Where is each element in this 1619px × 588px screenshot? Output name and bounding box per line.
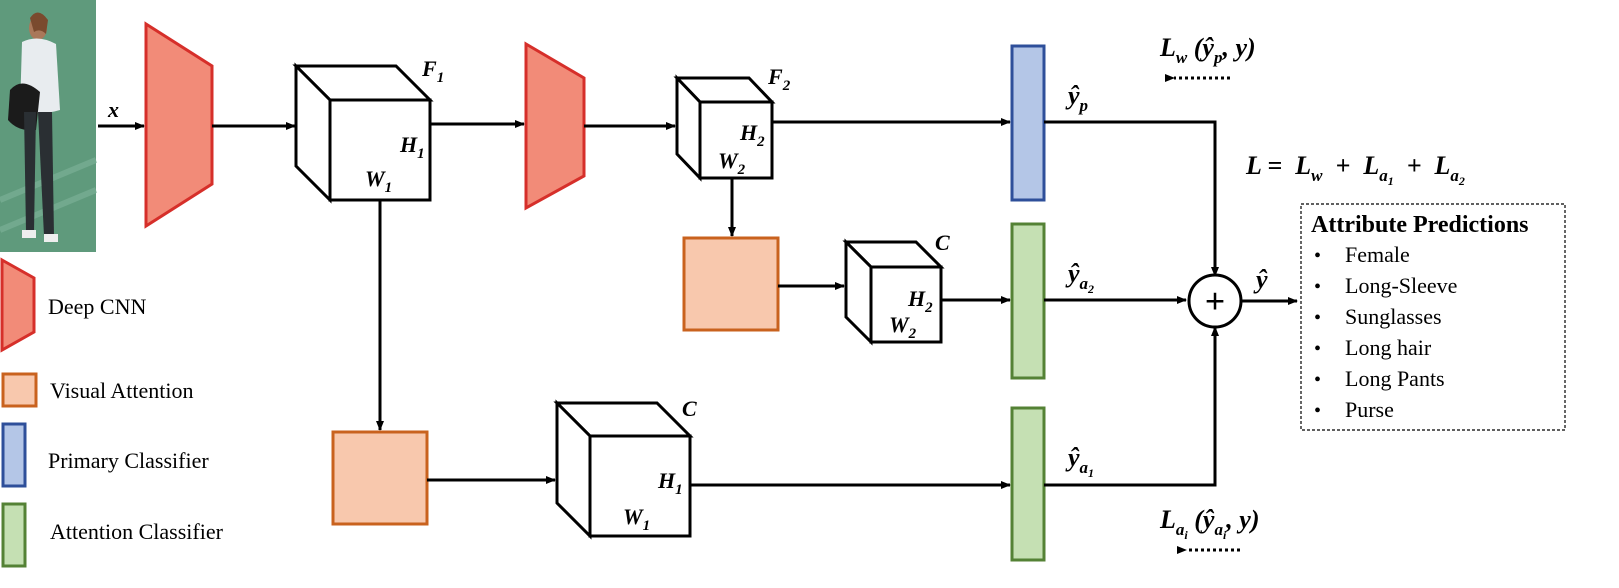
h2-label: H2 <box>739 120 765 150</box>
y-a2-label: ŷa2 <box>1065 259 1094 296</box>
input-person-image <box>0 0 98 252</box>
feature-cube-f2 <box>673 74 776 182</box>
attribute-list: • Female • Long-Sleeve • Sunglasses • Long hair… <box>1314 242 1457 422</box>
y-p-label: ŷp <box>1065 81 1088 115</box>
attribute-bullet: • <box>1314 245 1321 267</box>
f1-label: F1 <box>421 56 444 86</box>
attribute-predictions-box: Attribute Predictions • Female • Long-Sleev… <box>1300 203 1566 431</box>
arrow-attn1-to-sum <box>1044 326 1219 487</box>
plus-sign: + <box>1205 281 1226 321</box>
total-loss-equation: L = Lw + La1 + La2 <box>1245 151 1465 188</box>
legend-visual-attention: Visual Attention <box>50 378 194 403</box>
legend-attention-classifier: Attention Classifier <box>50 519 224 544</box>
loss-lw-label: Lw (ŷp, y) <box>1159 33 1256 67</box>
visual-attention-2 <box>682 236 780 332</box>
deep-cnn-1 <box>144 21 214 229</box>
w1-cube-label: W1 <box>623 504 650 534</box>
attention-cube-top <box>842 238 945 346</box>
attribute-item: Purse <box>1345 397 1394 422</box>
attribute-bullet: • <box>1314 338 1321 360</box>
loss-la-label: Lai (ŷai, y) <box>1159 505 1260 542</box>
deep-cnn-2 <box>524 41 586 211</box>
h1-cube-label: H1 <box>657 468 683 498</box>
h1-label: H1 <box>399 132 425 162</box>
attribute-item: Long-Sleeve <box>1345 273 1457 298</box>
f2-label: F2 <box>767 64 791 94</box>
attribute-item: Female <box>1345 242 1410 267</box>
arrow-primary-to-sum <box>1044 120 1219 277</box>
legend-primary-classifier: Primary Classifier <box>48 448 209 473</box>
input-label: x <box>107 97 119 122</box>
attribute-bullet: • <box>1314 307 1321 329</box>
h2-cube-label: H2 <box>907 286 933 316</box>
attention-classifier-1 <box>1010 406 1046 562</box>
attention-cube-bottom <box>553 399 694 540</box>
w2-label: W2 <box>718 148 746 178</box>
attention-classifier-2 <box>1010 222 1046 380</box>
attribute-bullet: • <box>1314 276 1321 298</box>
legend-cnn-swatch <box>0 257 36 353</box>
c-bottom-label: C <box>682 396 697 421</box>
attribute-bullet: • <box>1314 400 1321 422</box>
attribute-item: Sunglasses <box>1345 304 1442 329</box>
y-output-label: ŷ <box>1253 265 1268 294</box>
c-top-label: C <box>935 230 950 255</box>
legend: Deep CNN Visual Attention Primary Classi… <box>0 257 224 568</box>
attribute-item: Long Pants <box>1345 366 1445 391</box>
legend-attention-swatch <box>1 372 38 408</box>
attribute-predictions-title: Attribute Predictions <box>1311 212 1529 238</box>
attribute-item: Long hair <box>1345 335 1432 360</box>
y-a1-label: ŷa1 <box>1065 443 1094 480</box>
attribute-bullet: • <box>1314 369 1321 391</box>
legend-primary-swatch <box>1 422 27 488</box>
legend-attention-classifier-swatch <box>1 502 27 568</box>
w2-cube-label: W2 <box>889 312 917 342</box>
legend-deep-cnn: Deep CNN <box>48 294 146 319</box>
visual-attention-1 <box>331 430 429 526</box>
w1-label: W1 <box>365 166 392 196</box>
primary-classifier <box>1010 44 1046 202</box>
feature-cube-f1 <box>292 62 434 204</box>
